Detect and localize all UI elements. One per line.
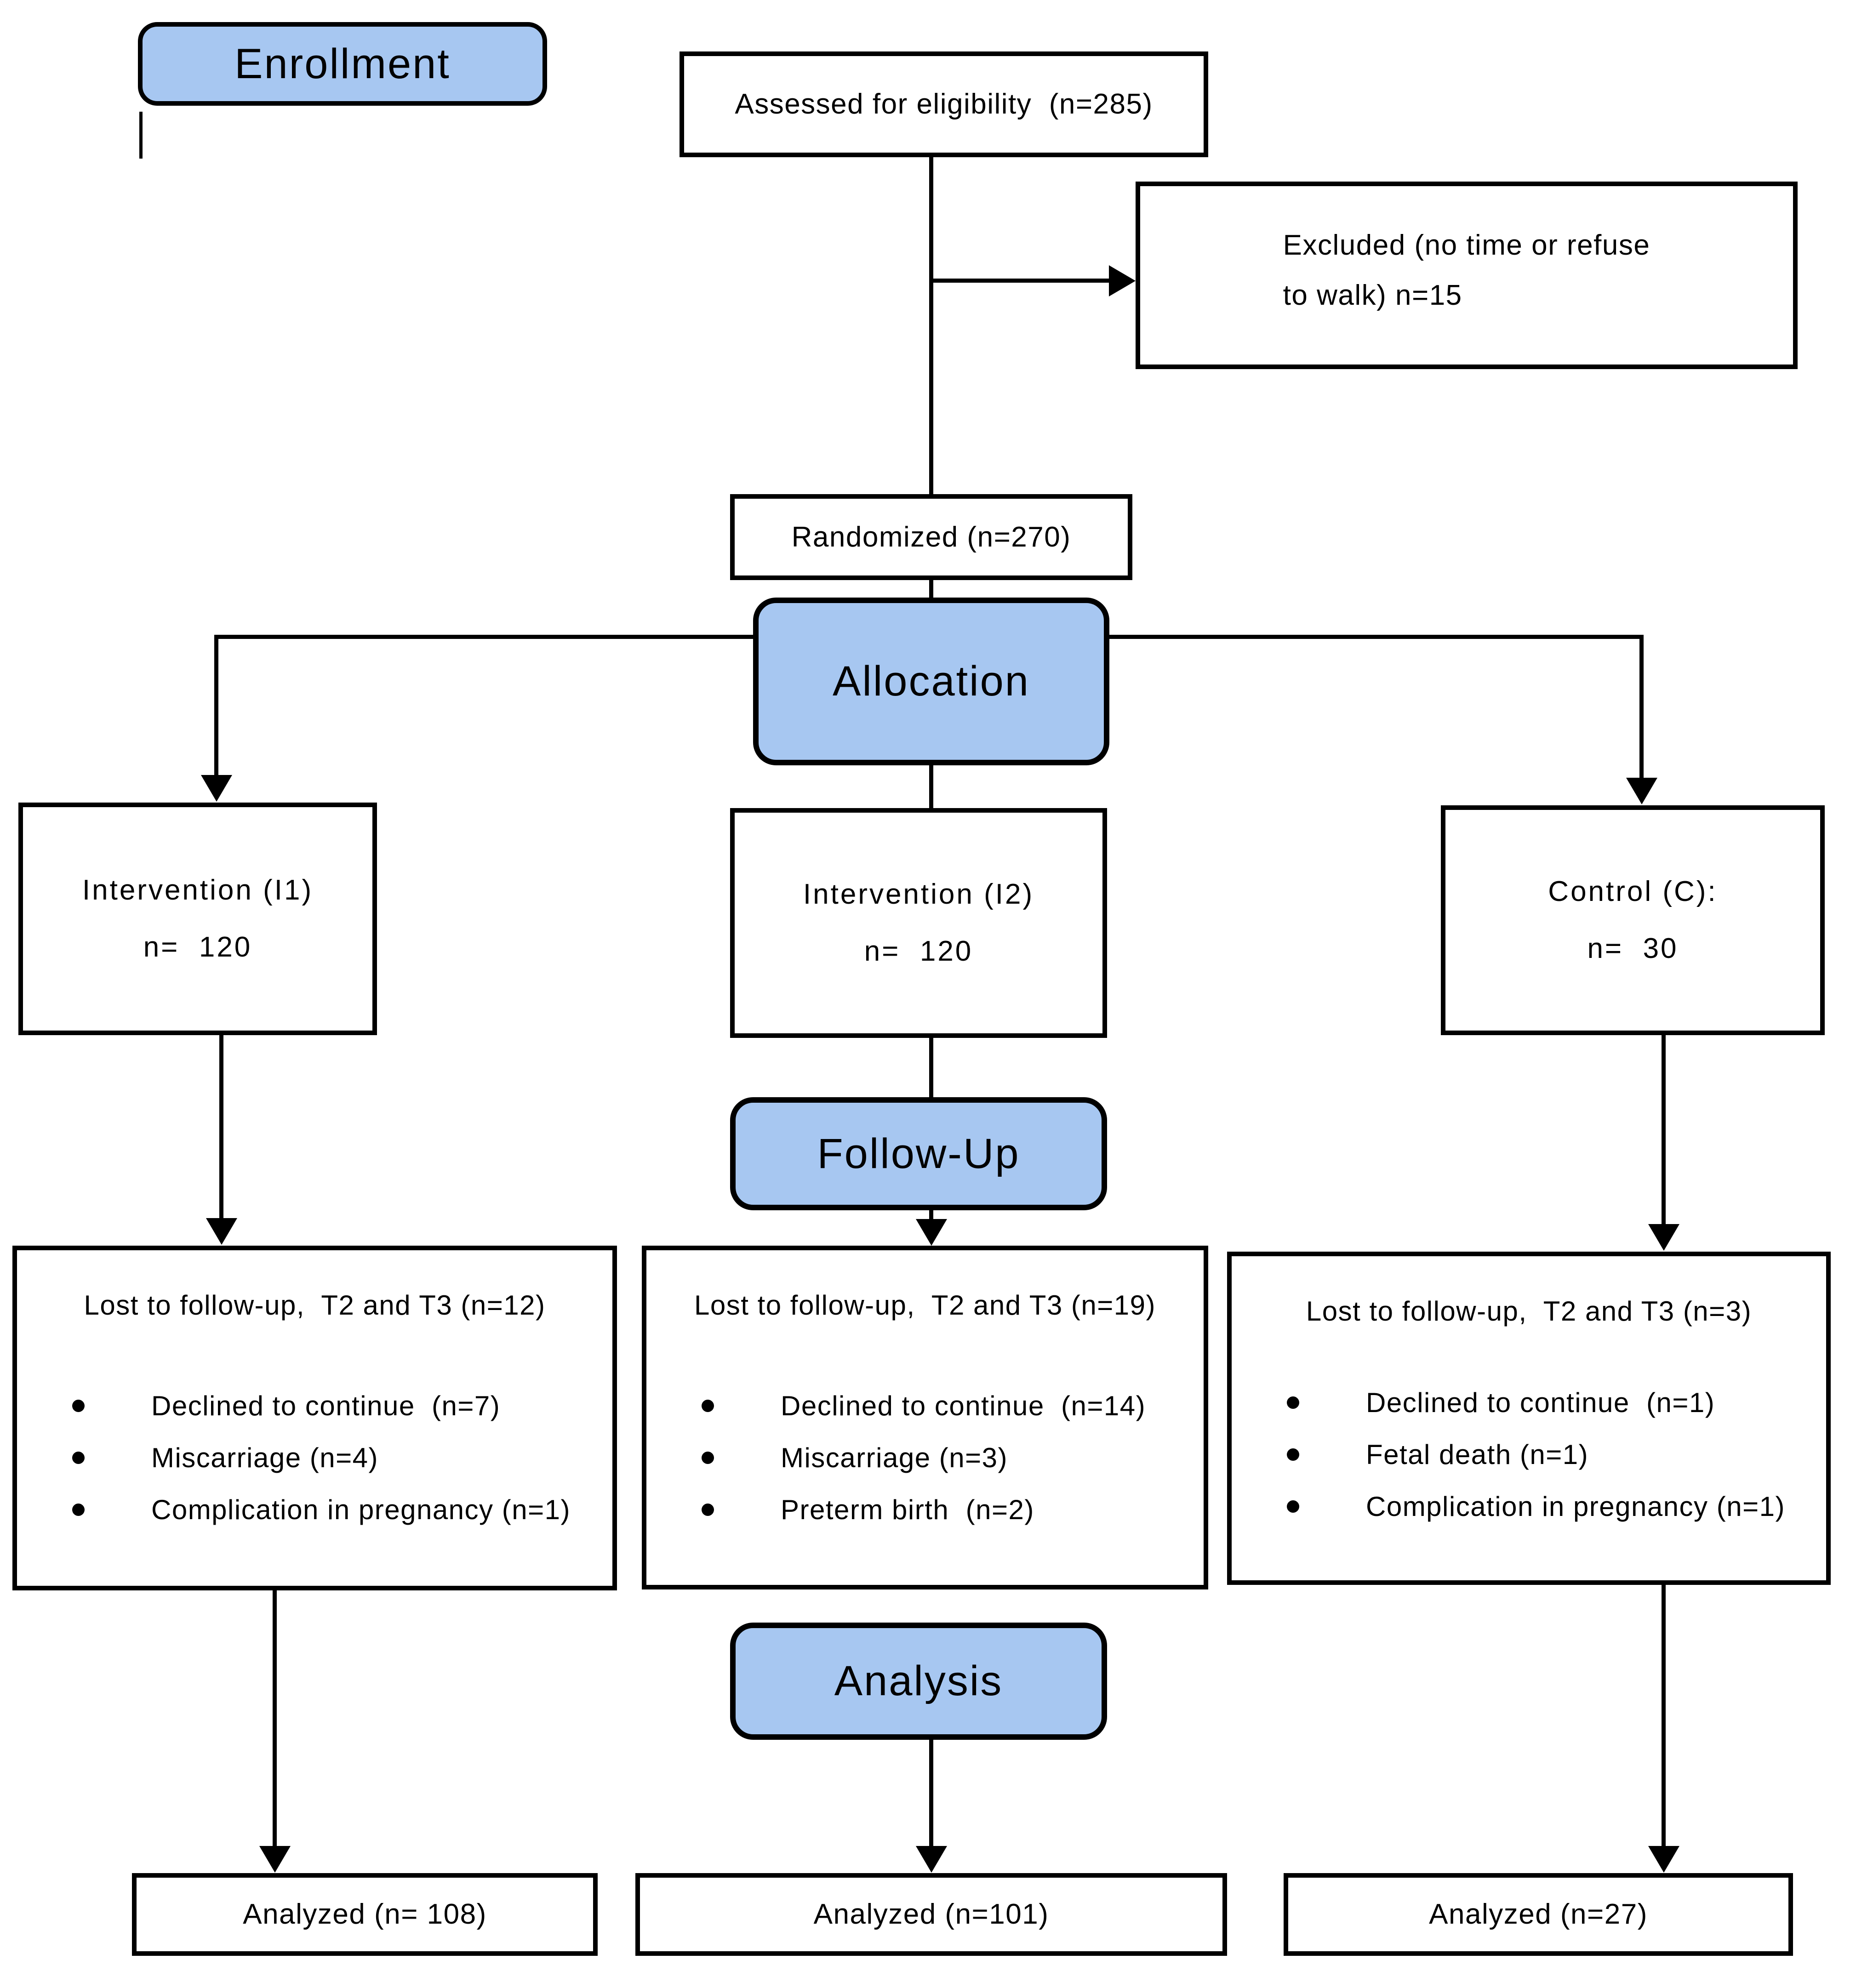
lost-c-item-2: Fetal death (n=1) [1366,1439,1589,1470]
assessed-text: Assessed for eligibility (n=285) [735,88,1153,120]
connector-i2-to-followup [929,1037,933,1098]
excluded-line1: Excluded (no time or refuse [1283,229,1650,261]
lost-i2-item-1: Declined to continue (n=14) [781,1390,1146,1421]
group-c-title: Control (C): [1548,876,1718,907]
arrowhead-lost-i2 [916,1219,947,1246]
group-c-n: n= 30 [1587,933,1679,964]
group-i1-box: Intervention (I1) n= 120 [18,803,377,1035]
lost-c-item-3: Complication in pregnancy (n=1) [1366,1491,1785,1522]
lost-i1-list: Declined to continue (n=7) Miscarriage (… [17,1390,571,1526]
connector-drop-control [1639,635,1644,780]
lost-i2-item-2: Miscarriage (n=3) [781,1442,1008,1473]
connector-analysis-to-analyzed [929,1740,933,1848]
lost-i1-item-2: Miscarriage (n=4) [151,1442,378,1473]
bullet-icon [1287,1396,1299,1409]
lost-c-box: Lost to follow-up, T2 and T3 (n=3) Decli… [1227,1252,1831,1585]
connector-lost-c-to-analyzed [1662,1584,1666,1848]
followup-stage-label: Follow-Up [730,1097,1107,1210]
enrollment-stage-text: Enrollment [234,40,451,87]
text-cursor-tick [139,112,143,159]
list-item: Preterm birth (n=2) [702,1494,1146,1526]
lost-i2-list: Declined to continue (n=14) Miscarriage … [646,1390,1146,1526]
arrowhead-analyzed-c [1648,1846,1679,1873]
group-i1-n: n= 120 [143,931,252,963]
excluded-line2: to walk) n=15 [1283,279,1462,311]
analyzed-i1-text: Analyzed (n= 108) [243,1898,487,1931]
followup-stage-text: Follow-Up [817,1130,1020,1177]
allocation-stage-text: Allocation [833,658,1030,705]
group-c-box: Control (C): n= 30 [1441,805,1825,1035]
analyzed-i2-box: Analyzed (n=101) [635,1873,1227,1956]
connector-lost-i1-to-analyzed [273,1589,277,1848]
list-item: Declined to continue (n=1) [1287,1387,1785,1418]
connector-drop-i1 [214,635,218,777]
lost-c-item-1: Declined to continue (n=1) [1366,1387,1715,1418]
lost-i1-title: Lost to follow-up, T2 and T3 (n=12) [84,1290,546,1321]
allocation-stage-label: Allocation [753,598,1109,765]
analyzed-c-box: Analyzed (n=27) [1284,1873,1793,1956]
group-i1-title: Intervention (I1) [82,874,314,906]
lost-c-title: Lost to follow-up, T2 and T3 (n=3) [1306,1296,1752,1327]
lost-i2-box: Lost to follow-up, T2 and T3 (n=19) Decl… [642,1246,1208,1589]
connector-randomized-to-allocation [929,578,933,601]
connector-control-to-lost [1662,1034,1666,1226]
arrowhead-lost-i1 [206,1218,237,1245]
randomized-text: Randomized (n=270) [791,521,1071,553]
analyzed-c-text: Analyzed (n=27) [1429,1898,1648,1931]
assessed-box: Assessed for eligibility (n=285) [680,51,1208,157]
arrowhead-group-i1 [201,775,232,802]
group-i2-n: n= 120 [864,935,973,967]
enrollment-stage-label: Enrollment [138,22,547,106]
bullet-icon [702,1452,714,1464]
analyzed-i1-box: Analyzed (n= 108) [132,1873,598,1956]
list-item: Declined to continue (n=7) [72,1390,571,1422]
arrowhead-lost-c [1648,1224,1679,1251]
group-i2-box: Intervention (I2) n= 120 [730,808,1107,1038]
list-item: Fetal death (n=1) [1287,1439,1785,1470]
bullet-icon [72,1452,85,1464]
excluded-box: Excluded (no time or refuse to walk) n=1… [1136,182,1798,369]
connector-allocation-to-i2 [929,763,933,809]
arrowhead-group-c [1626,778,1657,804]
connector-branch-to-excluded [931,279,1110,283]
bullet-icon [702,1504,714,1516]
lost-i2-title: Lost to follow-up, T2 and T3 (n=19) [694,1290,1156,1321]
bullet-icon [702,1400,714,1412]
bullet-icon [1287,1500,1299,1513]
bullet-icon [72,1504,85,1516]
analysis-stage-text: Analysis [834,1658,1003,1704]
bullet-icon [1287,1448,1299,1461]
lost-i1-item-3: Complication in pregnancy (n=1) [151,1494,571,1525]
arrowhead-analyzed-i1 [259,1846,291,1873]
randomized-box: Randomized (n=270) [730,494,1132,580]
connector-allocation-right [1106,635,1644,639]
analyzed-i2-text: Analyzed (n=101) [813,1898,1049,1931]
arrowhead-analyzed-i2 [916,1846,947,1873]
list-item: Declined to continue (n=14) [702,1390,1146,1422]
list-item: Complication in pregnancy (n=1) [1287,1491,1785,1522]
connector-followup-to-lost [929,1209,933,1222]
arrowhead-excluded [1109,265,1136,296]
list-item: Complication in pregnancy (n=1) [72,1494,571,1526]
connector-allocation-left [214,635,757,639]
list-item: Miscarriage (n=4) [72,1442,571,1474]
group-i2-title: Intervention (I2) [803,878,1034,910]
lost-c-list: Declined to continue (n=1) Fetal death (… [1232,1387,1785,1522]
analysis-stage-label: Analysis [730,1623,1107,1740]
excluded-text-block: Excluded (no time or refuse to walk) n=1… [1283,221,1650,320]
list-item: Miscarriage (n=3) [702,1442,1146,1474]
connector-assessed-to-randomized [929,156,933,495]
lost-i1-box: Lost to follow-up, T2 and T3 (n=12) Decl… [12,1246,617,1590]
lost-i1-item-1: Declined to continue (n=7) [151,1390,501,1421]
connector-i1-to-lost [219,1034,223,1220]
lost-i2-item-3: Preterm birth (n=2) [781,1494,1034,1525]
bullet-icon [72,1400,85,1412]
